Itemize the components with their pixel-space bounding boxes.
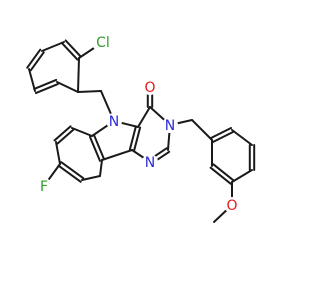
atom-background [142, 154, 158, 170]
atom-o_carbonyl: O [142, 79, 158, 96]
bond-m5-m6 [212, 163, 235, 182]
bond-b5-b6 [41, 41, 65, 52]
bond-i6-i7 [56, 128, 75, 145]
bond-c4a-c4 [137, 106, 151, 128]
bond-b3-b4 [28, 68, 36, 92]
bond-c5a-i6 [71, 127, 93, 137]
bond-ch2b-m1 [191, 119, 213, 141]
bond-layer [26, 39, 256, 223]
atom-label: N [165, 118, 175, 134]
atom-label: O [226, 198, 237, 214]
bond-b2-b3 [33, 78, 58, 90]
atom-label: F [40, 179, 48, 195]
bond-b1-ch2a [77, 90, 102, 93]
bond-b6-b7 [61, 42, 79, 61]
molecule-structure-diagram: ClO N N N F O [26, 31, 256, 223]
bond-c9a-c9b [101, 149, 133, 161]
bond-i9b-c9a [99, 159, 103, 177]
atom-background [142, 79, 158, 95]
bond-c9b-c4a [133, 126, 142, 152]
atom-n1: N [142, 154, 158, 171]
bond-b4-b5 [29, 51, 45, 72]
atom-label: N [145, 155, 155, 171]
bond-m1-m2 [211, 130, 234, 143]
bond-b1-b2 [56, 81, 79, 93]
bond-m2-m3 [231, 129, 253, 146]
bond-c9b-c4a [128, 125, 137, 151]
bond-m1-m2 [210, 127, 233, 140]
atom-label: N [109, 114, 119, 130]
atom-label-layer: ClO N N N F O [36, 31, 240, 214]
atom-n3: N [162, 117, 178, 134]
bond-b6-b7 [64, 39, 82, 58]
atom-background [162, 117, 178, 133]
bond-c5a-c9a [93, 134, 106, 161]
bond-i9-i9b [81, 175, 101, 181]
bond-i8-i9 [60, 161, 85, 180]
bond-b2-b3 [34, 83, 59, 95]
bond-b7-b1 [77, 57, 80, 93]
bond-b4-b5 [26, 48, 42, 69]
atom-background [36, 178, 52, 194]
bond-m5-m6 [209, 166, 232, 185]
bond-m4-m5 [231, 169, 253, 183]
bond-i7-i8 [55, 141, 61, 165]
atom-label: Cl [96, 35, 110, 51]
bond-i6-i7 [53, 125, 72, 142]
atom-background [224, 197, 240, 213]
bond-c5a-c9a [88, 135, 101, 162]
atom-background [106, 113, 122, 129]
bond-i8-i9 [57, 164, 82, 183]
atom-o_methoxy: O [224, 197, 240, 214]
atom-label: O [144, 80, 155, 96]
atom-background [92, 31, 114, 53]
atom-n5: N [106, 113, 122, 130]
atom-cl: Cl [92, 31, 114, 53]
atom-f: F [36, 178, 52, 195]
